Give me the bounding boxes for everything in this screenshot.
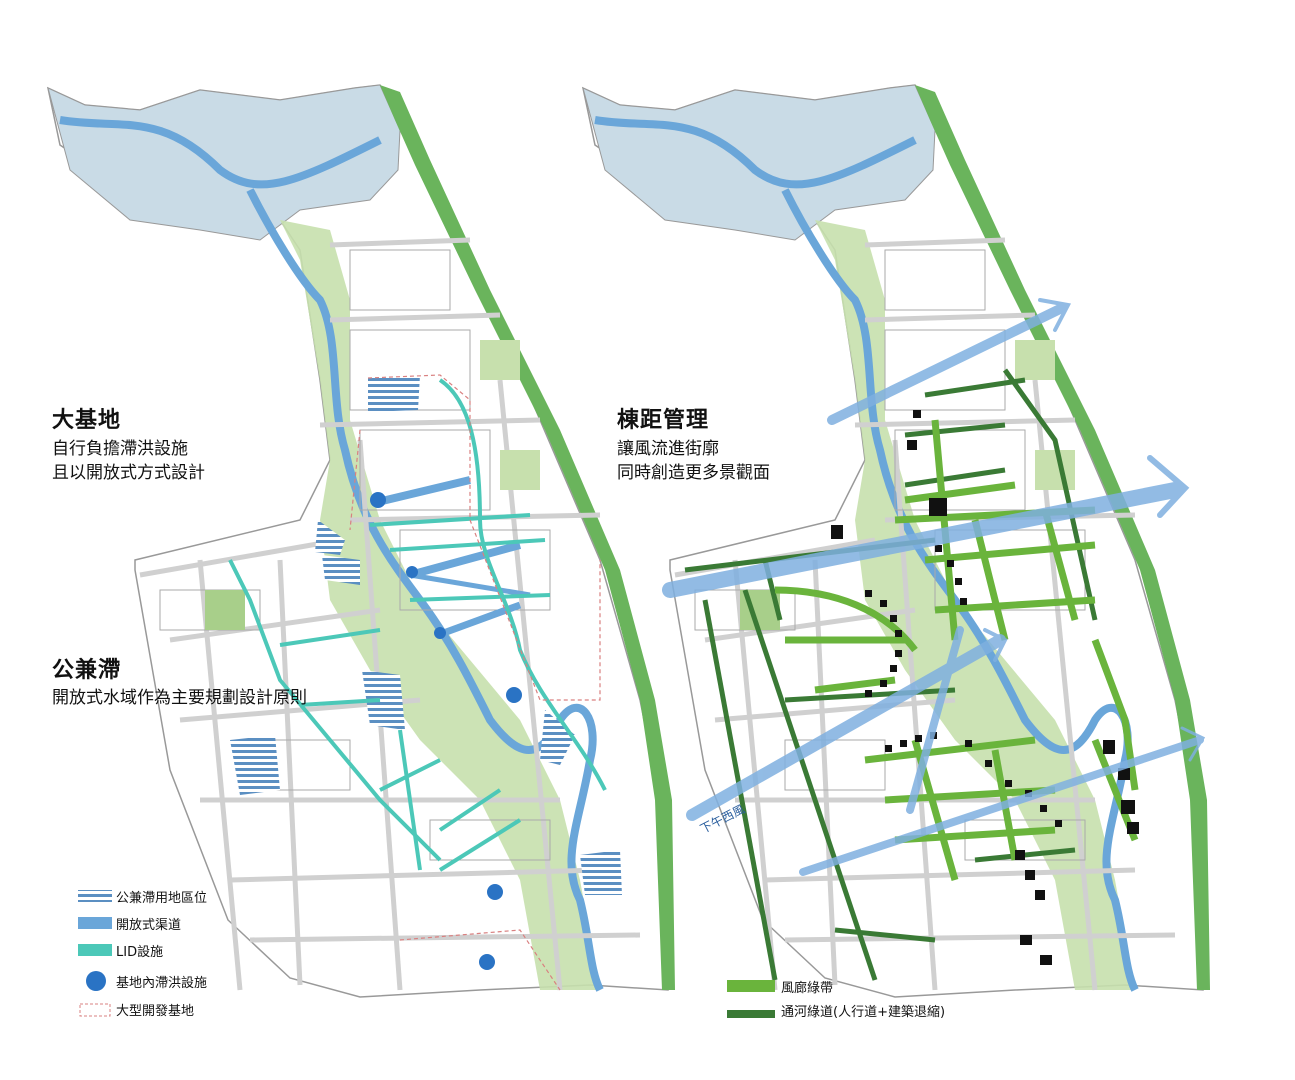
section-desc-line2: 且以開放式方式設計 — [52, 463, 205, 483]
right-map — [583, 85, 1210, 997]
section-desc-line1: 自行負擔滯洪設施 — [52, 439, 188, 459]
left-legend-swatches — [78, 890, 112, 1017]
section-title-spacing: 棟距管理 — [617, 408, 710, 433]
right-legend-swatches — [727, 980, 775, 1018]
legend-item: LID設施 — [116, 945, 164, 960]
legend-item: 通河綠道(人行道+建築退縮) — [781, 1005, 946, 1020]
legend-item: 基地內滯洪設施 — [116, 976, 208, 991]
section-desc-spacing-line2: 同時創造更多景觀面 — [617, 463, 770, 483]
legend-item: 大型開發基地 — [116, 1004, 195, 1019]
detention-dots — [370, 492, 522, 970]
section-title-public-detention: 公兼滯 — [52, 658, 122, 683]
section-desc-spacing-line1: 讓風流進街廓 — [617, 439, 719, 459]
section-title-large-site: 大基地 — [52, 408, 122, 433]
legend-item: 公兼滯用地區位 — [116, 891, 208, 906]
left-map — [48, 85, 675, 997]
legend-item: 風廊綠帶 — [781, 981, 834, 996]
legend-item: 開放式渠道 — [116, 918, 182, 933]
lid-network — [228, 378, 607, 872]
wind-arrows — [662, 298, 1206, 876]
section-desc-public-detention: 開放式水域作為主要規劃設計原則 — [52, 688, 307, 708]
detention-zones — [230, 375, 622, 895]
large-development-outlines — [349, 374, 601, 991]
